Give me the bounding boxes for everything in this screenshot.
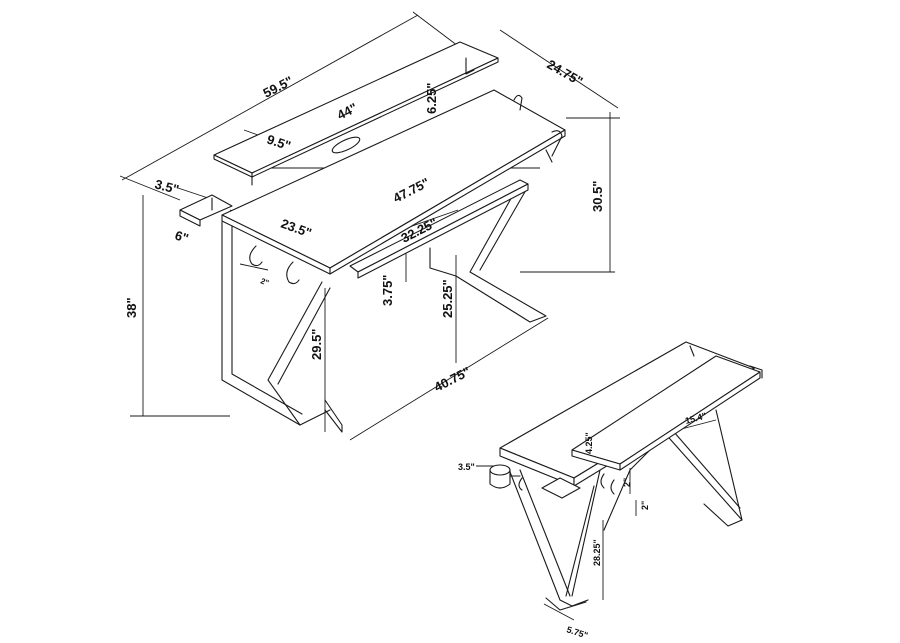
detail-dim-foot-width: 5.75": [565, 624, 589, 640]
dim-overall-height: 38": [124, 297, 139, 318]
dim-under-tray-clearance: 25.25": [440, 279, 455, 318]
detail-desk-legs: [509, 409, 743, 611]
dim-keyboard-tray-height: 3.75": [380, 275, 395, 306]
dim-monitor-shelf-height: 6.25": [424, 83, 439, 114]
detail-desk-drawing: [476, 341, 763, 621]
main-desktop-surface: [221, 89, 566, 275]
main-desk-legs: [221, 185, 547, 433]
detail-dim-monitor-shelf-rise: 4.25": [584, 432, 594, 454]
detail-monitor-shelf: [571, 345, 763, 471]
dim-knee-height: 29.5": [309, 329, 324, 360]
dim-desktop-height: 30.5": [590, 181, 605, 212]
detail-dimension-labels: 3.5" 4.25" 15.4" 2" 2" 28.25" 5.75": [458, 411, 708, 641]
dim-side-tray-width: 6": [173, 228, 190, 246]
detail-dim-hook-spacing-b: 2": [640, 501, 650, 510]
detail-side-tray: [489, 464, 581, 499]
main-monitor-shelf: [213, 41, 499, 186]
detail-dim-cup-holder-offset: 3.5": [458, 462, 475, 472]
dim-hook-gap: 2": [259, 276, 270, 287]
dim-side-tray-depth: 3.5": [153, 176, 180, 197]
main-keyboard-tray: [349, 179, 529, 279]
dim-depth-overall: 24.75": [545, 57, 586, 89]
main-side-tray: [179, 194, 233, 227]
main-desk-drawing: [119, 11, 620, 441]
dim-monitor-shelf-depth: 9.5": [265, 132, 293, 154]
detail-dim-leg-clearance: 28.25": [592, 539, 602, 566]
dim-width-overall: 59.5": [261, 73, 296, 101]
dim-leg-span: 40.75": [432, 364, 473, 395]
main-headphone-hooks: [249, 94, 563, 285]
detail-hooks: [518, 473, 615, 495]
detail-dim-hook-spacing-a: 2": [622, 478, 632, 487]
